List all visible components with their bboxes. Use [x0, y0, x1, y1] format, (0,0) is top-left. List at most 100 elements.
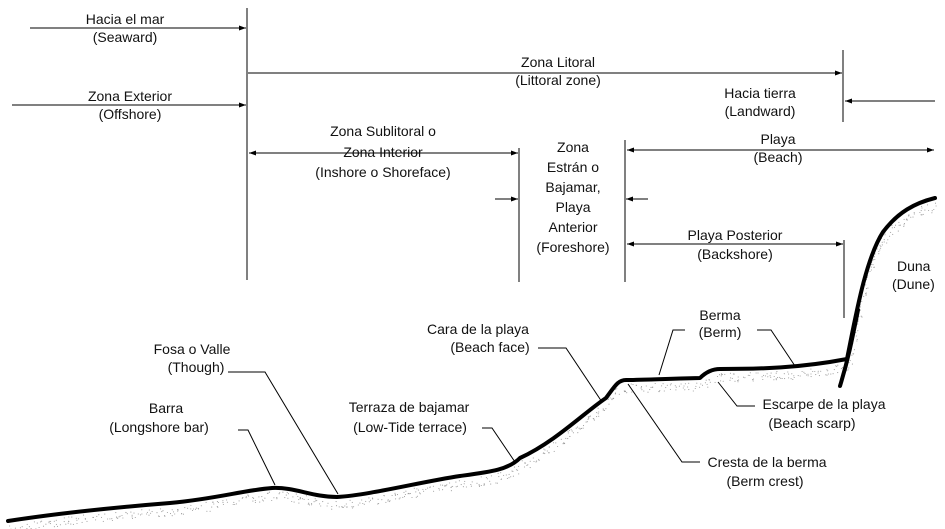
sand-dot	[327, 502, 329, 504]
sand-dot	[788, 373, 790, 375]
littoral-label-en: (Littoral zone)	[515, 72, 601, 88]
sand-dot	[749, 374, 751, 377]
foreshore-label-en: (Foreshore)	[536, 239, 609, 255]
sand-dot	[369, 499, 372, 501]
sand-dot	[700, 383, 702, 385]
foreshore-label-1: Zona	[557, 139, 589, 155]
sand-dot	[769, 375, 771, 377]
sand-dot	[478, 485, 481, 487]
inshore-label-2: Zona Interior	[343, 144, 423, 160]
sand-dot	[586, 421, 588, 423]
sand-dot	[827, 370, 829, 372]
sand-dot	[669, 384, 671, 386]
sand-dot	[361, 499, 363, 501]
sand-dot	[305, 495, 307, 497]
sand-dot	[696, 382, 698, 384]
sand-dot	[55, 519, 57, 521]
sand-dot	[810, 376, 812, 378]
sand-dot	[460, 484, 462, 486]
sand-dot	[41, 520, 43, 522]
sand-dot	[368, 497, 370, 499]
sand-dot	[934, 202, 937, 204]
sand-dot	[261, 496, 263, 498]
foreshore-label-2: Estrán o	[547, 159, 599, 175]
sand-dot	[847, 369, 849, 371]
sand-dot	[883, 239, 885, 241]
sand-dot	[807, 373, 809, 375]
sand-dot	[861, 316, 863, 318]
sand-dot	[391, 494, 393, 497]
sand-dot	[307, 498, 309, 501]
sand-dot	[773, 375, 775, 378]
seaward-label: Hacia el mar	[86, 11, 165, 27]
sand-dot	[724, 373, 726, 375]
sand-dot	[254, 501, 256, 503]
sand-dot	[139, 514, 142, 516]
sand-dot	[883, 241, 885, 243]
sand-dot	[705, 379, 707, 381]
sand-dot	[518, 473, 520, 475]
scarp-label-en: (Beach scarp)	[768, 415, 855, 431]
sand-dot	[182, 513, 184, 515]
sand-dot	[234, 503, 236, 506]
sand-dot	[190, 504, 192, 506]
berm-leader-right	[757, 329, 796, 367]
sand-dot	[438, 489, 440, 491]
sand-dot	[480, 484, 482, 487]
sand-dot	[518, 465, 520, 467]
sand-dot	[53, 526, 55, 528]
sand-dot	[314, 498, 316, 500]
sand-dot	[517, 469, 519, 471]
sand-dot	[335, 505, 338, 507]
sand-dot	[278, 493, 280, 495]
sand-dot	[873, 266, 875, 269]
sand-dot	[121, 514, 123, 517]
sand-dot	[276, 498, 278, 500]
scarp-label: Escarpe de la playa	[763, 396, 886, 412]
sand-dot	[560, 438, 562, 440]
sand-dot	[926, 204, 929, 206]
sand-dot	[403, 496, 406, 498]
sand-dot	[596, 412, 598, 414]
sand-dot	[906, 219, 909, 221]
sand-dot	[190, 508, 192, 510]
sand-dot	[674, 385, 676, 387]
sand-dot	[666, 384, 668, 386]
sand-dot	[589, 416, 591, 418]
sand-dot	[100, 516, 103, 518]
sand-dot	[814, 370, 816, 373]
sand-dot	[131, 514, 133, 516]
sand-dot	[889, 235, 891, 237]
sand-dot	[906, 218, 908, 220]
sand-dot	[483, 483, 485, 485]
littoral-label: Zona Litoral	[521, 54, 595, 70]
sand-dot	[279, 492, 281, 494]
sand-dot	[478, 484, 480, 486]
sand-dot	[298, 502, 300, 504]
sand-dot	[209, 510, 211, 512]
sand-dot	[701, 384, 704, 386]
sand-dot	[171, 509, 173, 511]
sand-dot	[137, 513, 139, 515]
sand-dot	[166, 511, 168, 514]
sand-dot	[874, 258, 876, 261]
sand-dot	[903, 218, 905, 220]
sand-dot	[107, 518, 109, 520]
sand-dot	[38, 526, 40, 529]
sand-dot	[285, 494, 287, 496]
sand-dot	[928, 209, 930, 212]
sand-dot	[682, 387, 684, 389]
sand-dot	[720, 373, 722, 375]
sand-dot	[59, 524, 61, 526]
sand-dot	[737, 376, 739, 378]
sand-dot	[506, 477, 508, 480]
sand-dot	[859, 309, 861, 311]
sand-dot	[593, 418, 595, 420]
sand-dot	[849, 360, 851, 362]
sand-dot	[226, 499, 228, 501]
sand-dot	[582, 425, 585, 427]
sand-dot	[273, 497, 275, 499]
sand-dot	[320, 505, 322, 507]
sand-dot	[212, 501, 214, 503]
sand-dot	[483, 484, 485, 486]
